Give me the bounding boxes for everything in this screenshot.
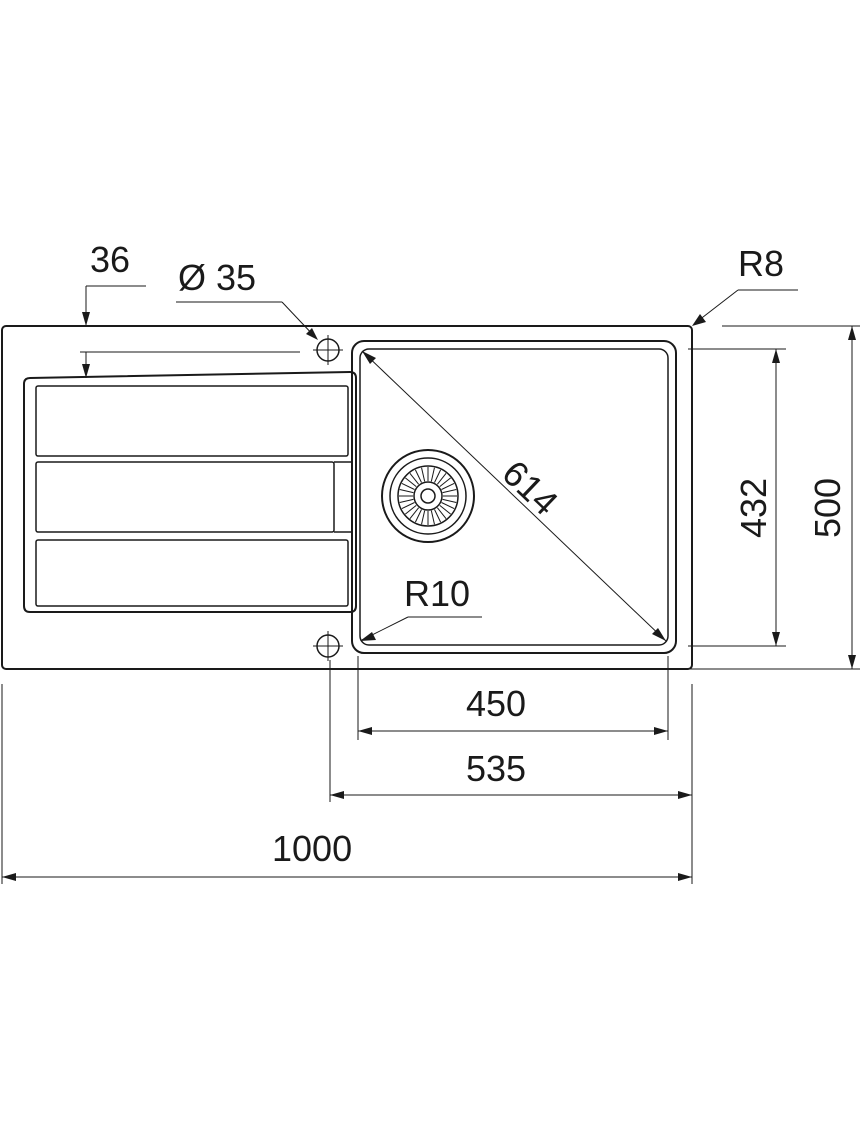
drainboard-groove-middle	[35, 461, 335, 533]
strainer-spoke	[401, 502, 415, 510]
strainer-spoke	[439, 504, 451, 515]
dimension-r10: R10	[360, 573, 482, 641]
dimension-36-label: 36	[90, 239, 130, 280]
drainboard-groove-bottom	[35, 539, 349, 607]
dimension-1000-label: 1000	[272, 828, 352, 869]
dimension-450-label: 450	[466, 683, 526, 724]
strainer-spoke	[405, 504, 417, 515]
strainer-spoke	[430, 510, 435, 525]
dimension-535-label: 535	[466, 748, 526, 789]
dimension-r10-label: R10	[404, 573, 470, 614]
strainer-spoke	[434, 469, 442, 483]
dimension-r8-label: R8	[738, 243, 784, 284]
strainer-spoke	[436, 473, 447, 485]
dimension-1000: 1000	[2, 828, 692, 881]
strainer-spoke	[399, 489, 414, 494]
tap-hole-bottom-icon	[313, 631, 343, 661]
dimension-tap-hole-diameter: Ø 35	[176, 257, 318, 340]
strainer-spoke	[409, 473, 420, 485]
dimension-500-label: 500	[807, 478, 848, 538]
tap-hole-top-icon	[313, 335, 343, 365]
bowl-outer	[351, 340, 677, 654]
dimension-450: 450	[358, 683, 668, 735]
drainboard-groove-top	[35, 385, 349, 457]
strainer-spoke	[405, 477, 417, 488]
strainer-spoke	[430, 467, 435, 482]
strainer-spoke	[421, 467, 426, 482]
strainer-spoke	[442, 498, 457, 503]
strainer-spoke	[409, 507, 420, 519]
dimension-614-label: 614	[494, 452, 566, 523]
dimension-432-label: 432	[733, 478, 774, 538]
strainer-spoke	[434, 509, 442, 523]
dimension-500: 500	[688, 325, 860, 670]
drainboard-groove-middle-step	[334, 461, 353, 533]
dimension-535: 535	[330, 748, 692, 799]
strainer-spoke	[421, 510, 426, 525]
drain-strainer-icon	[381, 449, 475, 543]
strainer-spoke	[414, 509, 422, 523]
strainer-spoke	[441, 502, 455, 510]
dimension-tap-hole-label: Ø 35	[178, 257, 256, 298]
strainer-spoke	[442, 489, 457, 494]
strainer-spoke	[439, 477, 451, 488]
strainer-spoke	[401, 482, 415, 490]
strainer-spoke	[414, 469, 422, 483]
drainboard-frame	[23, 370, 357, 613]
strainer-spoke	[436, 507, 447, 519]
dimension-r8: R8	[692, 243, 798, 326]
sink-outer-outline	[1, 325, 693, 670]
bowl-inner	[359, 348, 669, 646]
dimension-36: 36	[80, 239, 300, 378]
strainer-spoke	[399, 498, 414, 503]
dimension-432: 432	[688, 348, 786, 647]
strainer-spoke	[441, 482, 455, 490]
